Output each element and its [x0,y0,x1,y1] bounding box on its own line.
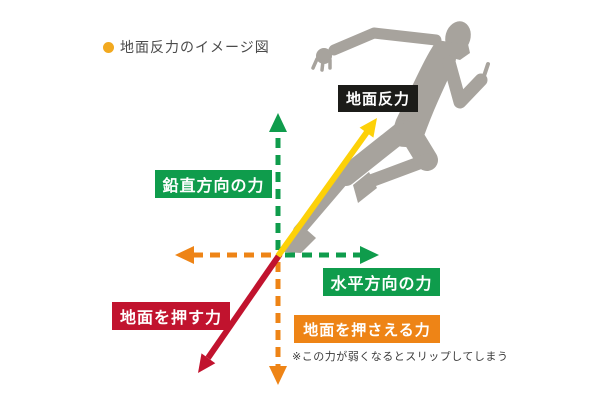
runner-front-calf [361,153,434,189]
runner-silhouette [283,21,490,253]
label-horizontal-force: 水平方向の力 [323,268,440,296]
runner-rear-shin [293,170,352,237]
push-ground-force-arrow [205,252,283,360]
push-ground-force-arrowhead [198,353,216,373]
backward-force-arrowhead [175,246,194,264]
title-text: 地面反力のイメージ図 [120,40,270,56]
ground-reaction-force-arrowhead [359,118,377,138]
label-vertical-force: 鉛直方向の力 [155,170,272,198]
runner-front-foot [353,172,377,203]
runner-front-finger [482,62,490,78]
runner-front-arm [442,55,488,109]
slip-footnote: ※この力が弱くなるとスリップしてしまう [292,350,509,363]
diagram-title: 地面反力のイメージ図 [103,37,270,57]
press-down-force-arrowhead [269,366,287,385]
runner-rear-fingers [311,57,332,72]
title-bullet-icon [103,41,114,53]
label-ground-reaction: 地面反力 [338,85,418,112]
horizontal-force-arrowhead [360,246,379,264]
vertical-force-arrowhead [269,113,287,132]
label-press-ground-force: 地面を押さえる力 [294,315,440,343]
runner-rear-arm [328,27,442,56]
label-push-ground-force: 地面を押す力 [112,302,230,330]
runner-rear-hand [316,48,332,64]
runner-rear-foot [283,223,316,253]
runner-rear-thigh [336,120,414,186]
ground-reaction-force-arrow [275,130,370,258]
